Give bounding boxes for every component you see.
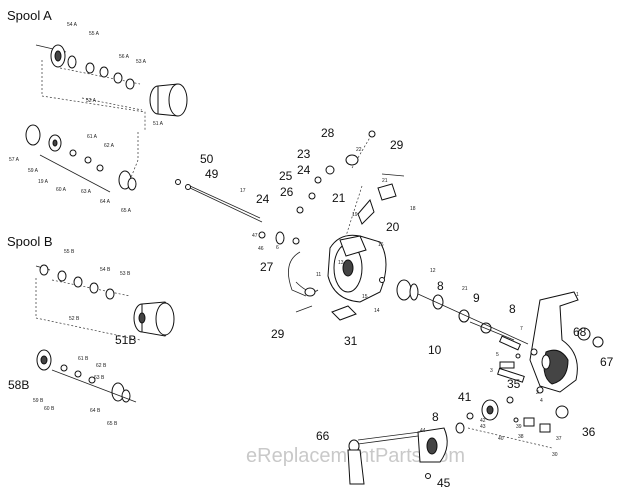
label-36: 36 [582, 425, 596, 439]
label-51b: 51B [115, 333, 136, 347]
part-39: 39 [516, 424, 522, 430]
spool-b-assembly [35, 264, 175, 403]
part-22: 22 [356, 147, 362, 153]
part-64b: 64 B [90, 408, 101, 414]
part-40: 40 [498, 436, 504, 442]
spool-a-heading: Spool A [7, 8, 52, 23]
part-44: 44 [420, 428, 426, 434]
part-52b: 52 B [69, 316, 80, 322]
part-54b: 54 B [100, 267, 111, 273]
label-35: 35 [507, 377, 521, 391]
label-8-lower: 8 [432, 410, 439, 424]
part-21-right: 21 [462, 286, 468, 292]
part-53a: 53 A [136, 59, 147, 65]
part-63b: 63 B [94, 375, 105, 381]
main-reel-assembly [175, 130, 604, 485]
part-21-small: 21 [382, 178, 388, 184]
part-6: 6 [276, 245, 279, 251]
label-50: 50 [200, 152, 214, 166]
part-16: 16 [378, 242, 384, 248]
part-65a: 65 A [121, 208, 132, 214]
part-61a: 61 A [87, 134, 98, 140]
part-17: 17 [240, 188, 246, 194]
part-5: 5 [496, 352, 499, 358]
spool-a-assembly [25, 44, 188, 193]
part-61b: 61 B [78, 356, 89, 362]
label-67: 67 [600, 355, 614, 369]
part-18: 18 [410, 206, 416, 212]
label-45: 45 [437, 476, 451, 490]
part-4: 4 [540, 398, 543, 404]
label-31: 31 [344, 334, 358, 348]
part-14: 14 [374, 308, 380, 314]
part-56a: 56 A [119, 54, 130, 60]
part-62b: 62 B [96, 363, 107, 369]
part-57a: 57 A [9, 157, 20, 163]
spool-b-heading: Spool B [7, 234, 53, 249]
part-64a: 64 A [100, 199, 111, 205]
label-24-lower: 24 [256, 192, 270, 206]
label-8-upper: 8 [437, 279, 444, 293]
label-29-top: 29 [390, 138, 404, 152]
label-8-middle: 8 [509, 302, 516, 316]
label-29-bottom: 29 [271, 327, 285, 341]
part-65b: 65 B [107, 421, 118, 427]
label-24-upper: 24 [297, 163, 311, 177]
label-28: 28 [321, 126, 335, 140]
part-62a: 62 A [104, 143, 115, 149]
part-15: 15 [362, 294, 368, 300]
label-26: 26 [280, 185, 294, 199]
label-23: 23 [297, 147, 311, 161]
label-20: 20 [386, 220, 400, 234]
part-1: 1 [576, 292, 579, 298]
label-68: 68 [573, 325, 587, 339]
label-9: 9 [473, 291, 480, 305]
part-59a: 59 A [28, 168, 39, 174]
part-42: 42 [480, 418, 486, 424]
part-11: 11 [316, 272, 321, 278]
part-43: 43 [480, 424, 486, 430]
label-10: 10 [428, 343, 442, 357]
part-12: 12 [430, 268, 436, 274]
part-7: 7 [520, 326, 523, 332]
label-27: 27 [260, 260, 274, 274]
part-37: 37 [556, 436, 562, 442]
part-30: 30 [552, 452, 558, 458]
part-60b: 60 B [44, 406, 55, 412]
part-54a: 54 A [67, 22, 78, 28]
part-55a: 55 A [89, 31, 100, 37]
label-66: 66 [316, 429, 330, 443]
part-63a: 63 A [81, 189, 92, 195]
label-21: 21 [332, 191, 346, 205]
part-2: 2 [536, 390, 539, 396]
part-53b: 53 B [120, 271, 131, 277]
part-19a: 19 A [38, 179, 49, 185]
part-3: 3 [490, 368, 493, 374]
part-52a: 52 A [86, 98, 97, 104]
part-46: 46 [258, 246, 264, 252]
part-38: 38 [518, 434, 524, 440]
part-47: 47 [252, 233, 258, 239]
part-55b: 55 B [64, 249, 75, 255]
part-13: 13 [338, 260, 344, 266]
label-25: 25 [279, 169, 293, 183]
label-49: 49 [205, 167, 219, 181]
part-19: 19 [352, 212, 358, 218]
part-59b: 59 B [33, 398, 44, 404]
label-41: 41 [458, 390, 472, 404]
part-51a: 51 A [153, 121, 164, 127]
label-58b: 58B [8, 378, 29, 392]
part-60a: 60 A [56, 187, 67, 193]
